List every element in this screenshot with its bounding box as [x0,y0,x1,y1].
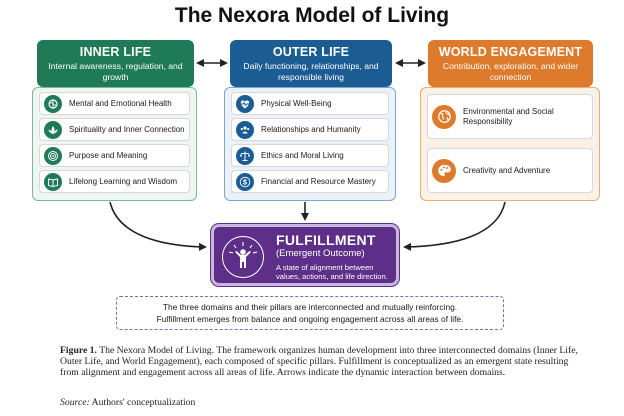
outer-life-title: OUTER LIFE [272,45,350,59]
inner-life-description: Internal awareness, regulation, and grow… [48,61,183,82]
inner-life-header: INNER LIFE Internal awareness, regulatio… [37,40,194,87]
fulfillment-description: A state of alignment between values, act… [276,263,388,281]
outer-life-description: Daily functioning, relationships, and re… [243,61,379,82]
pillar-label: Financial and Resource Mastery [261,176,376,186]
pillar-mental-emotional-health: Mental and Emotional Health [39,92,190,115]
caption-text: The Nexora Model of Living. The framewor… [60,345,578,378]
inner-life-panel: Mental and Emotional Health Spirituality… [32,87,197,201]
pillar-label: Purpose and Meaning [69,150,148,160]
pillar-ethics: Ethics and Moral Living [231,144,389,167]
target-icon [44,146,62,165]
pillar-lifelong-learning: Lifelong Learning and Wisdom [39,170,190,193]
world-engagement-header: WORLD ENGAGEMENT Contribution, explorati… [428,40,593,87]
heartbeat-icon [236,94,254,113]
fulfillment-subtitle: (Emergent Outcome) [276,248,365,259]
source-text: Authors' conceptualization [91,397,196,408]
world-to-fulfillment-arrow [403,201,506,251]
pillar-label: Mental and Emotional Health [69,98,172,108]
pillar-financial: $ Financial and Resource Mastery [231,170,389,193]
brain-icon [44,94,62,113]
fulfillment-title: FULFILLMENT [276,232,376,248]
pillar-environmental-social: Environmental and Social Responsibility [427,94,593,139]
inner-life-title: INNER LIFE [79,45,152,59]
source-label: Source: [60,397,90,408]
pillar-label: Relationships and Humanity [261,124,361,134]
pillar-label: Creativity and Adventure [463,165,551,175]
pillar-label: Physical Well-Being [261,98,332,108]
pillar-relationships: Relationships and Humanity [231,118,389,141]
pillar-purpose-meaning: Purpose and Meaning [39,144,190,167]
pillar-label: Environmental and Social Responsibility [463,106,554,126]
world-engagement-title: WORLD ENGAGEMENT [438,45,583,59]
pillar-label: Lifelong Learning and Wisdom [69,176,178,186]
note-line-1: The three domains and their pillars are … [162,302,458,312]
interconnection-note: The three domains and their pillars are … [116,296,504,330]
figure-source: Source: Authors' conceptualization [60,397,195,408]
pillar-label: Ethics and Moral Living [261,150,344,160]
world-engagement-description: Contribution, exploration, and wider con… [442,61,579,82]
lotus-icon [44,120,62,139]
book-icon [44,172,62,191]
radiant-person-icon [222,236,264,278]
outer-life-panel: Physical Well-Being Relationships and Hu… [224,87,396,201]
inner-to-fulfillment-arrow [109,201,207,251]
caption-label: Figure 1. [60,345,97,356]
palette-icon [432,158,456,183]
fulfillment-box: FULFILLMENT (Emergent Outcome) A state o… [211,224,399,286]
pillar-label: Spirituality and Inner Connection [69,124,185,134]
people-icon [236,120,254,139]
pillar-creativity-adventure: Creativity and Adventure [427,148,593,193]
pillar-spirituality: Spirituality and Inner Connection [39,118,190,141]
world-engagement-panel: Environmental and Social Responsibility … [420,87,600,201]
note-line-2: Fulfillment emerges from balance and ong… [156,314,464,324]
outer-life-header: OUTER LIFE Daily functioning, relationsh… [230,40,392,87]
globe-icon [432,104,456,129]
svg-text:$: $ [243,177,248,186]
scales-icon [236,146,254,165]
pillar-physical-wellbeing: Physical Well-Being [231,92,389,115]
dollar-icon: $ [236,172,254,191]
figure-caption: Figure 1. The Nexora Model of Living. Th… [60,345,580,378]
diagram-title: The Nexora Model of Living [174,4,450,27]
